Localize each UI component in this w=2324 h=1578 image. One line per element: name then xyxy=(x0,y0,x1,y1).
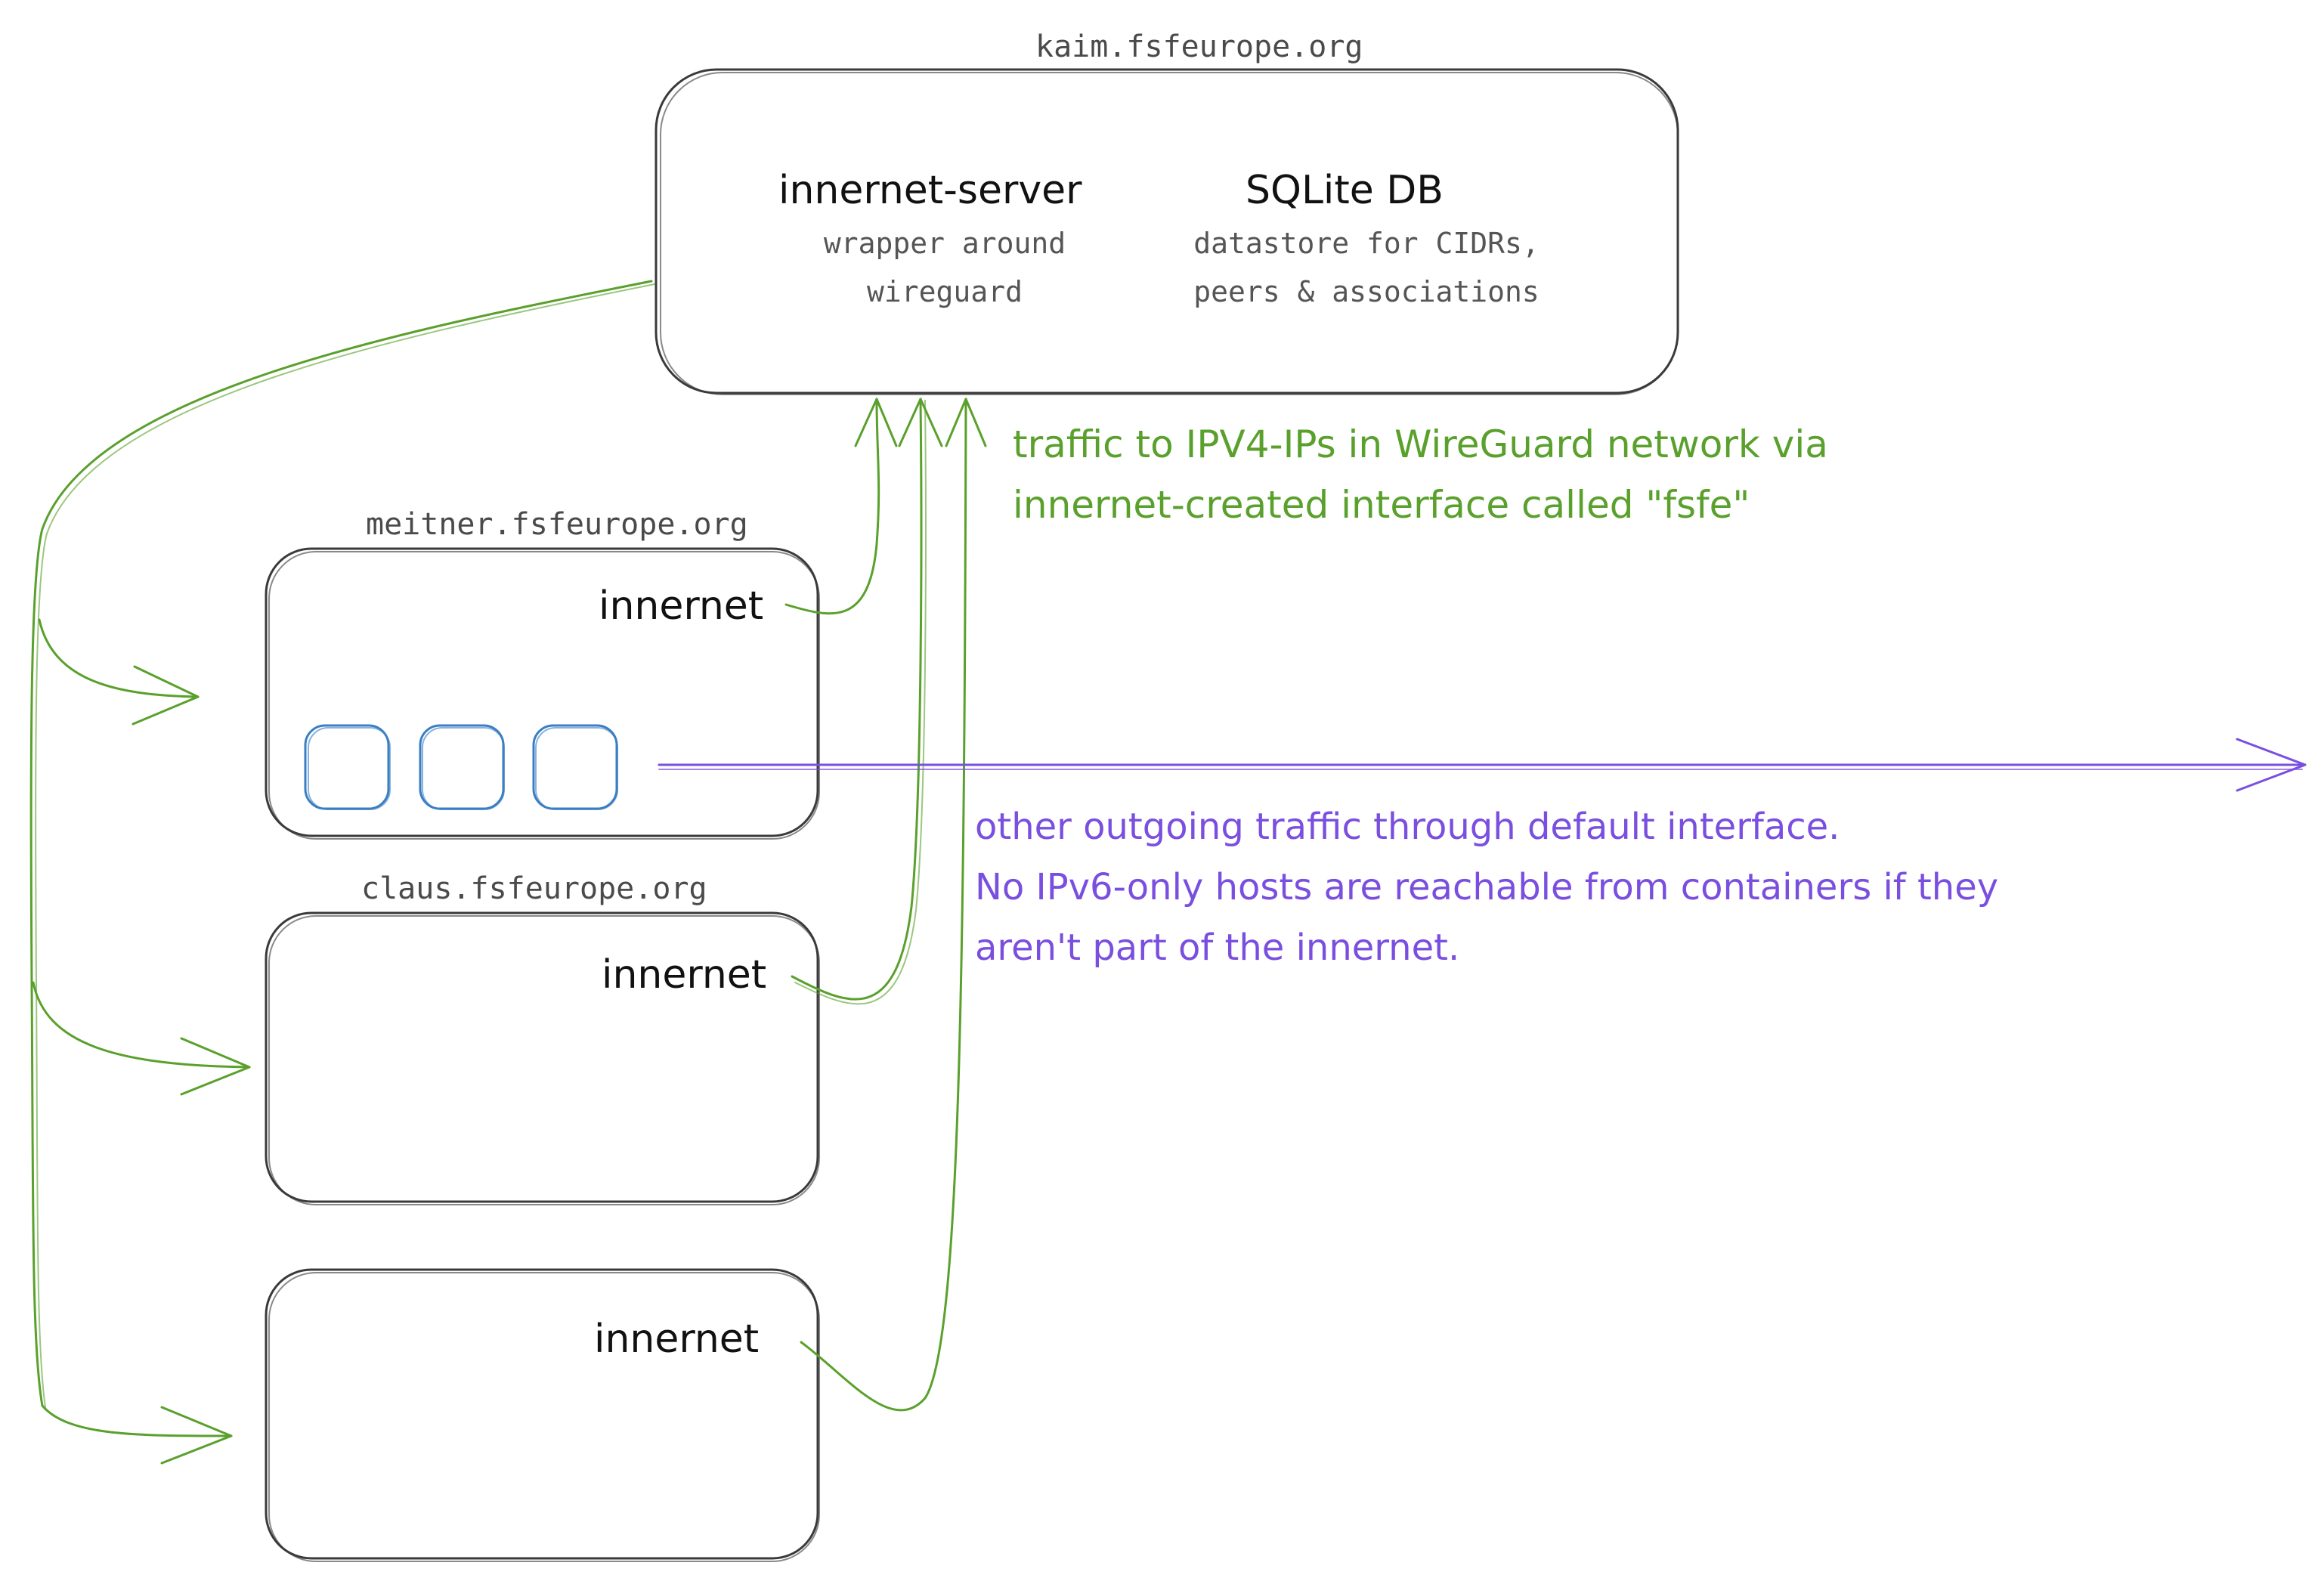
client-box-meitner xyxy=(265,547,820,840)
green-note-line1: traffic to IPV4-IPs in WireGuard network… xyxy=(1013,422,1828,466)
claus-innernet-label: innernet xyxy=(602,952,767,998)
container-box-1 xyxy=(304,724,390,810)
third-innernet-label: innernet xyxy=(594,1317,760,1362)
arrowhead-third xyxy=(160,1406,233,1465)
client-box-third xyxy=(265,1268,820,1562)
db-title: SQLite DB xyxy=(1246,168,1444,213)
provision-trunk xyxy=(29,280,653,1407)
green-traffic-arrows xyxy=(784,398,987,1412)
purple-note-line3: aren't part of the innernet. xyxy=(975,927,1460,969)
service-desc-line2: wireguard xyxy=(867,275,1023,308)
arrowhead-purple xyxy=(2236,738,2307,792)
client-box-claus xyxy=(265,911,820,1205)
server-host-label: kaim.fsfeurope.org xyxy=(1035,29,1363,64)
provision-to-third xyxy=(41,1404,233,1437)
traffic-from-meitner xyxy=(784,398,880,615)
db-desc-line2: peers & associations xyxy=(1193,275,1540,308)
traffic-from-claus xyxy=(791,398,923,1001)
claus-host-label: claus.fsfeurope.org xyxy=(361,871,707,906)
meitner-host-label: meitner.fsfeurope.org xyxy=(366,507,748,542)
container-box-3 xyxy=(532,724,618,810)
arrowhead-meitner xyxy=(132,665,200,726)
provision-to-claus xyxy=(32,981,251,1069)
db-description: datastore for CIDRs, peers & association… xyxy=(1147,219,1586,316)
container-box-2 xyxy=(419,724,505,810)
purple-traffic-note: other outgoing traffic through default i… xyxy=(975,797,1998,978)
provision-to-meitner xyxy=(38,618,200,698)
traffic-from-third xyxy=(800,398,967,1412)
service-title: innernet-server xyxy=(778,168,1082,213)
service-description: wrapper around wireguard xyxy=(786,219,1103,316)
green-traffic-note: traffic to IPV4-IPs in WireGuard network… xyxy=(1013,414,1828,535)
purple-note-line1: other outgoing traffic through default i… xyxy=(975,806,1840,848)
container-boxes xyxy=(304,724,618,810)
purple-outgoing-arrow xyxy=(658,738,2307,792)
green-provision-arrows xyxy=(29,280,655,1465)
server-box xyxy=(654,68,1679,395)
db-desc-line1: datastore for CIDRs, xyxy=(1193,227,1540,260)
service-desc-line1: wrapper around xyxy=(823,227,1066,260)
purple-note-line2: No IPv6-only hosts are reachable from co… xyxy=(975,866,1999,908)
green-note-line2: innernet-created interface called "fsfe" xyxy=(1013,483,1750,527)
arrowhead-claus xyxy=(180,1037,251,1096)
meitner-innernet-label: innernet xyxy=(599,583,764,629)
